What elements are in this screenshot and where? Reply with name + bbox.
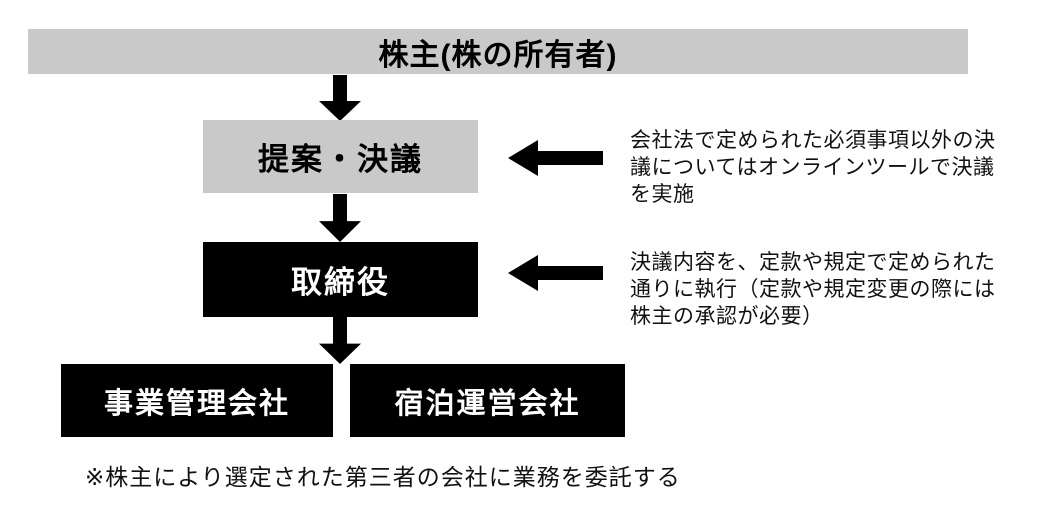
annotation-line: 議についてはオンラインツールで決議 (630, 156, 995, 179)
left-arrow-icon (508, 140, 603, 176)
footnote-label: ※株主により選定された第三者の会社に業務を委託する (85, 464, 681, 490)
annotation-execution: 決議内容を、定款や規定で定められた 通りに執行（定款や規定変更の際には 株主の承… (630, 249, 996, 330)
proposal-resolution-label: 提案・決議 (258, 142, 423, 177)
down-arrow-icon (319, 194, 361, 242)
proposal-resolution-box: 提案・決議 (203, 120, 478, 193)
lodging-operation-company-label: 宿泊運営会社 (394, 387, 581, 420)
directors-box: 取締役 (203, 242, 478, 317)
annotation-line: 決議内容を、定款や規定で定められた (630, 251, 996, 274)
annotation-online-resolution: 会社法で定められた必須事項以外の決 議についてはオンラインツールで決議 を実施 (630, 127, 996, 208)
shareholders-label: 株主(株の所有者) (378, 38, 618, 72)
down-arrow-icon (319, 75, 361, 121)
shareholders-bar: 株主(株の所有者) (28, 29, 968, 74)
footnote-text: ※株主により選定された第三者の会社に業務を委託する (85, 458, 681, 492)
business-management-company-label: 事業管理会社 (103, 387, 290, 420)
annotation-line: 会社法で定められた必須事項以外の決 (630, 129, 996, 152)
left-arrow-icon (508, 255, 603, 291)
down-arrow-icon (319, 317, 361, 364)
annotation-line: を実施 (630, 183, 695, 206)
directors-label: 取締役 (291, 265, 390, 300)
lodging-operation-company-box: 宿泊運営会社 (350, 364, 625, 437)
business-management-company-box: 事業管理会社 (61, 364, 333, 437)
annotation-line: 株主の承認が必要） (630, 305, 824, 328)
annotation-line: 通りに執行（定款や規定変更の際には (630, 278, 996, 301)
